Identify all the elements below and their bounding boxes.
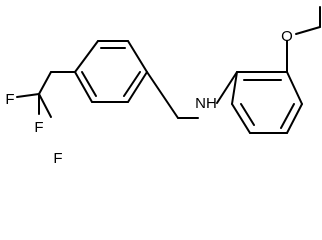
amine-bond — [216, 71, 238, 104]
ethoxy-group — [286, 6, 321, 73]
nh-label: NH — [195, 95, 217, 112]
trifluoromethyl-group — [16, 71, 76, 118]
fluorine-label: F — [5, 91, 14, 108]
trifluoromethylphenyl-ring — [74, 40, 148, 103]
oxygen-label: O — [281, 28, 293, 45]
structure-canvas: NH O F F F — [5, 6, 321, 167]
fluorine-label: F — [53, 150, 62, 167]
ethoxyphenyl-ring — [231, 71, 303, 134]
fluorine-label: F — [34, 119, 43, 136]
methylene-linker — [146, 71, 199, 119]
structure-diagram: NH O F F F — [5, 6, 321, 167]
